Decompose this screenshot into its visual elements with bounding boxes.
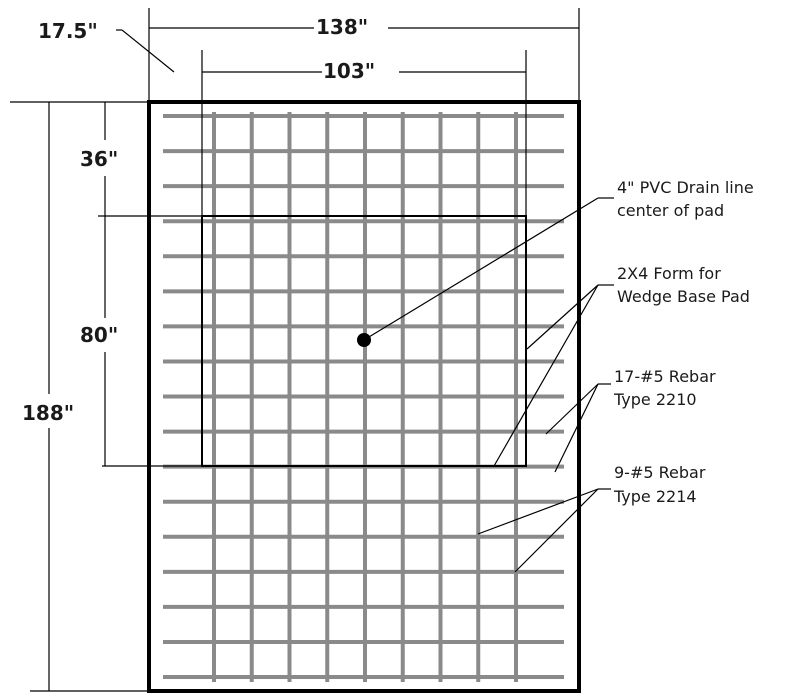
callout-rebar-2210: 17-#5 Rebar Type 2210 [545,367,716,473]
rebar-2214-leader-2 [514,488,599,573]
wedge-form-label-2: Wedge Base Pad [617,287,750,306]
top-dimensions: 138" 103" 17.5" [38,8,580,216]
rebar-2210-label-2: Type 2210 [613,390,697,409]
wedge-form-leader-1 [526,284,599,350]
dim-80-label: 80" [80,323,118,347]
dim-138-label: 138" [316,15,368,39]
rebar-2214-leader-1 [477,488,599,535]
rebar-2210-label-1: 17-#5 Rebar [614,367,716,386]
vertical-rebar-group [212,112,518,682]
wedge-form-label-1: 2X4 Form for [617,264,721,283]
rebar-2210-leader-2 [554,383,599,473]
wedge-base-form [201,215,527,467]
left-dimensions: 188" 36" 80" [10,101,202,692]
dim-36-label: 36" [80,147,118,171]
dim-17-5-label: 17.5" [38,19,98,43]
callout-drain-line: 4" PVC Drain line center of pad [363,178,754,341]
rebar-2214-label-2: Type 2214 [613,487,697,506]
rebar-2214-label-1: 9-#5 Rebar [614,463,706,482]
dim-17-5-leader-diag [121,29,175,73]
drain-line-label-2: center of pad [617,201,724,220]
callout-wedge-form: 2X4 Form for Wedge Base Pad [493,264,750,467]
dim-103-label: 103" [323,59,375,83]
drain-line-label-1: 4" PVC Drain line [617,178,754,197]
rebar-2210-leader-1 [545,383,599,435]
pad-outline [147,100,581,693]
dim-188-label: 188" [22,401,74,425]
drain-line-leader [363,197,599,341]
callout-rebar-2214: 9-#5 Rebar Type 2214 [477,463,706,573]
wedge-form-leader-2 [493,284,599,467]
